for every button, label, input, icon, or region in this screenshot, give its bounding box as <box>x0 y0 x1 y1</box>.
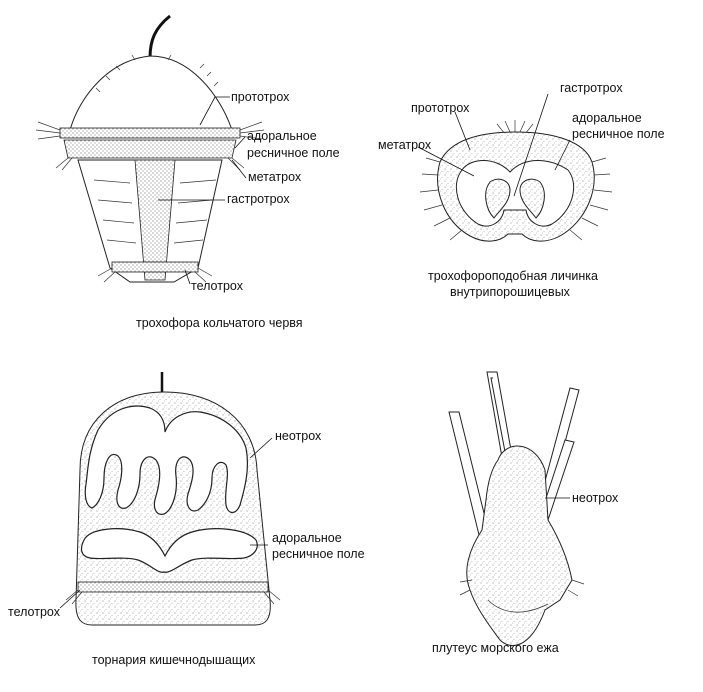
caption-entoproct-1: трохофороподобная личинка <box>428 269 598 283</box>
entoproct-panel: гастротрох прототрох адоральное реснично… <box>378 81 665 299</box>
label-adoral-2: ресничное поле <box>247 146 340 160</box>
label-adoral-2: ресничное поле <box>272 547 365 561</box>
label-prototroch: прототрох <box>231 90 290 104</box>
label-adoral-1: адоральное <box>272 531 342 545</box>
label-prototroch: прототрох <box>411 101 470 115</box>
gastrotroch-area <box>519 178 545 219</box>
neotroch-band <box>84 405 249 515</box>
tornaria-panel: неотрох адоральное ресничное поле телотр… <box>8 372 365 667</box>
label-gastrotroch: гастротрох <box>560 81 623 95</box>
label-adoral-1: адоральное <box>247 129 317 143</box>
segment-lines <box>93 179 217 244</box>
ciliary-fringe <box>459 579 585 597</box>
trochophore-panel: прототрох адоральное ресничное поле мета… <box>35 14 340 330</box>
label-metatroch: метатрох <box>378 138 432 152</box>
telotroch-ring <box>97 261 213 283</box>
label-gastrotroch: гастротрох <box>227 192 290 206</box>
apical-tuft <box>148 14 171 59</box>
caption-tornaria: торнария кишечнодышащих <box>92 653 256 667</box>
adoral-field <box>80 528 258 573</box>
label-telotroch: телотрох <box>191 279 244 293</box>
caption-entoproct-2: внутрипорошицевых <box>450 285 571 299</box>
label-neotroch: неотрох <box>572 491 619 505</box>
label-neotroch: неотрох <box>275 429 322 443</box>
label-metatroch: метатрох <box>248 170 302 184</box>
telotroch-ring <box>65 581 281 605</box>
gastrotroch-stripe <box>134 159 176 281</box>
caption-pluteus: плутеус морского ежа <box>432 641 559 655</box>
prototroch-fringe <box>419 157 613 241</box>
label-adoral-2: ресничное поле <box>572 127 665 141</box>
pluteus-panel: неотрох плутеус морского ежа <box>432 371 619 655</box>
adoral-field <box>63 139 237 159</box>
label-telotroch: телотрох <box>8 605 61 619</box>
episphere-cilia <box>95 54 219 93</box>
pluteus-body <box>466 445 573 647</box>
caption-trochophore: трохофора кольчатого червя <box>136 316 303 330</box>
label-adoral-1: адоральное <box>572 111 642 125</box>
mouth-area <box>485 178 511 219</box>
prototroch-ring <box>35 121 265 140</box>
episphere <box>69 55 233 131</box>
